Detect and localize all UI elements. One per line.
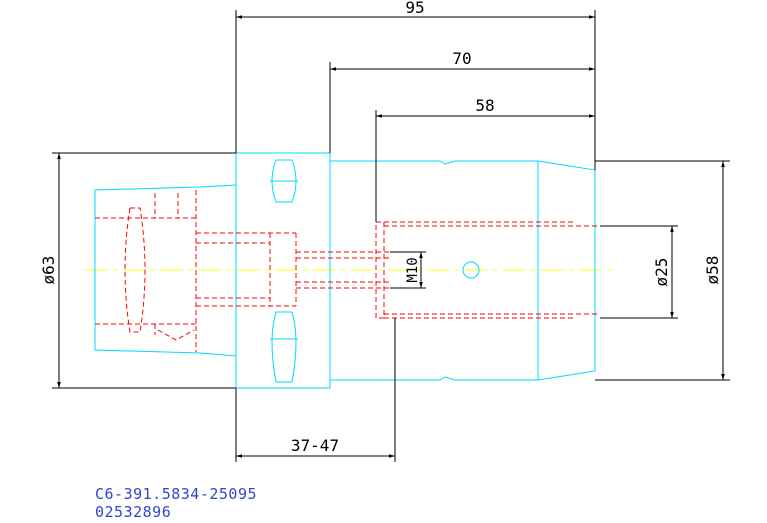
item-code: 02532896 <box>95 503 172 521</box>
part-number: C6-391.5834-25095 <box>95 485 258 503</box>
dimension-lines <box>52 10 730 462</box>
dim-length-70: 70 <box>452 49 471 68</box>
dim-diameter-left: ø63 <box>39 256 58 285</box>
hidden-lines <box>95 190 600 352</box>
holder-outline <box>94 152 596 389</box>
dim-diameter-bore: ø25 <box>652 258 671 287</box>
dim-length-58: 58 <box>475 96 494 115</box>
dim-diameter-right: ø58 <box>703 256 722 285</box>
dim-thread: M10 <box>405 257 421 282</box>
dim-range: 37-47 <box>291 436 339 455</box>
dim-overall-length: 95 <box>405 0 424 17</box>
